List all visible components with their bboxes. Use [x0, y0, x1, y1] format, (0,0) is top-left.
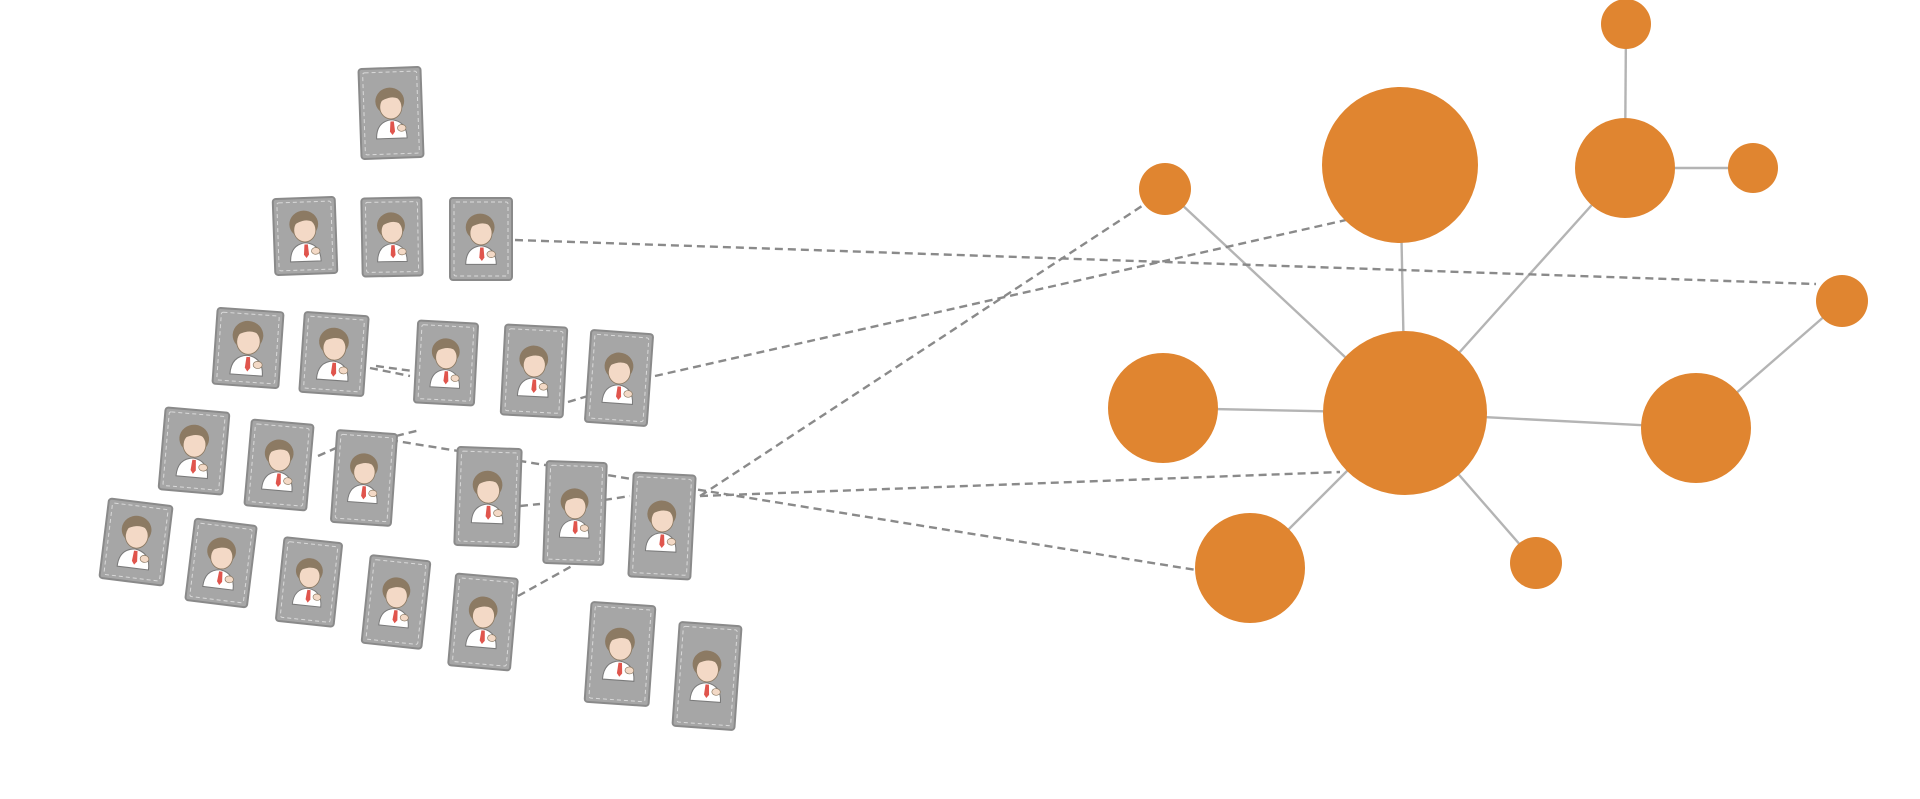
- pyramid-link: [517, 564, 573, 598]
- cross-link: [389, 438, 1197, 572]
- person-card: [447, 572, 519, 672]
- people-pyramid: [98, 66, 743, 731]
- pyramid-link: [519, 502, 541, 508]
- network-node: [1195, 513, 1305, 623]
- person-card: [453, 446, 523, 548]
- cross-link: [699, 200, 1149, 498]
- person-card: [671, 621, 743, 731]
- network-node: [1728, 143, 1778, 193]
- person-card: [583, 601, 657, 707]
- person-card: [275, 536, 343, 628]
- person-card: [157, 406, 231, 496]
- cross-links: [375, 200, 1817, 572]
- person-card: [243, 418, 315, 512]
- person-card: [184, 517, 258, 609]
- network-node: [1322, 87, 1478, 243]
- network-node: [1601, 0, 1651, 49]
- network-node: [1323, 331, 1487, 495]
- person-card: [211, 306, 285, 390]
- person-card: [627, 471, 697, 581]
- network-nodes: [1108, 0, 1868, 623]
- network-node: [1816, 275, 1868, 327]
- network-node: [1108, 353, 1218, 463]
- person-card: [330, 429, 398, 527]
- cross-link: [654, 218, 1347, 378]
- person-card: [584, 329, 654, 427]
- network-node: [1139, 163, 1191, 215]
- network-node: [1641, 373, 1751, 483]
- network-node: [1575, 118, 1675, 218]
- person-card: [413, 319, 479, 407]
- person-card: [357, 66, 425, 160]
- person-card: [271, 196, 339, 276]
- cross-link: [699, 470, 1341, 498]
- pyramid-link: [567, 394, 589, 404]
- pyramid-link: [603, 494, 631, 502]
- person-card: [298, 311, 370, 397]
- person-card: [449, 197, 513, 281]
- pyramid-link: [317, 446, 337, 458]
- network-edges: [1162, 23, 1843, 569]
- person-card: [499, 323, 569, 419]
- cross-link: [375, 364, 421, 374]
- person-card: [542, 460, 608, 566]
- cross-link: [514, 238, 1817, 286]
- network-node: [1510, 537, 1562, 589]
- person-card: [98, 497, 174, 587]
- person-card: [360, 196, 424, 278]
- pyramid-link: [369, 366, 411, 378]
- pyramid-link: [395, 428, 421, 438]
- person-card: [360, 554, 432, 650]
